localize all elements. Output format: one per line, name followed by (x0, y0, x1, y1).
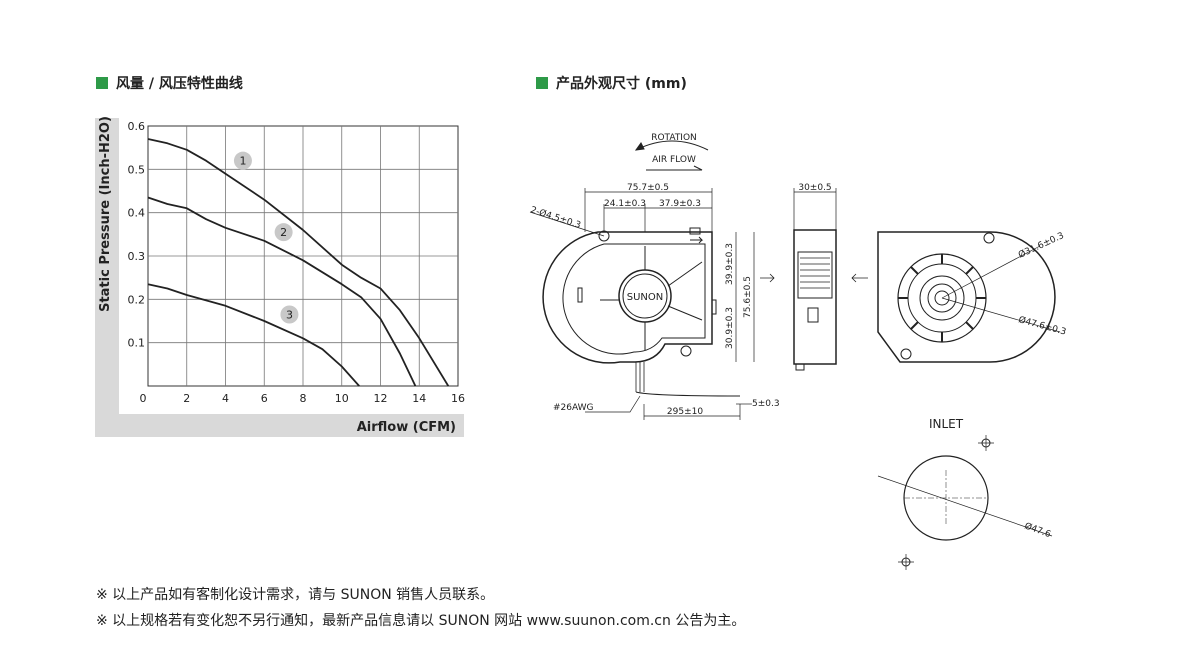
green-square-icon (96, 77, 108, 89)
rotation-arrow-icon (634, 142, 645, 151)
curves (147, 138, 450, 387)
y-ticks: 0.1 0.2 0.3 0.4 0.5 0.6 (128, 120, 146, 350)
section-title-dimensions: 产品外观尺寸 (mm) (536, 73, 687, 93)
curve-label-text: 3 (286, 309, 293, 322)
x-tick-label: 10 (335, 392, 349, 405)
dim-right-part: 37.9±0.3 (659, 199, 701, 209)
x-tick-label: 12 (374, 392, 388, 405)
x-tick-label: 14 (412, 392, 426, 405)
note-custom-design: ※ 以上产品如有客制化设计需求，请与 SUNON 销售人员联系。 (96, 587, 495, 603)
section-title-airflow: 风量 / 风压特性曲线 (96, 73, 243, 93)
x-tick-label: 16 (451, 392, 465, 405)
curve-labels: 1 2 3 (233, 151, 299, 324)
view-arrow-icon (851, 273, 868, 283)
note-spec-change: ※ 以上规格若有变化恕不另行通知，最新产品信息请以 SUNON 网站 www.s… (96, 613, 746, 629)
x-tick-label: 2 (183, 392, 190, 405)
y-tick-label: 0.6 (128, 120, 146, 133)
x-tick-label: 8 (300, 392, 307, 405)
y-axis-label: Static Pressure (Inch-H2O) (98, 116, 113, 312)
dim-wire-strip: 5±0.3 (752, 399, 780, 409)
dim-inlet-diameter: Ø47.6±0.3 (1017, 314, 1067, 337)
grid (148, 126, 458, 386)
dim-left-part: 24.1±0.3 (604, 199, 646, 209)
dim-wire-length: 295±10 (667, 407, 703, 417)
section-title-dimensions-text: 产品外观尺寸 (mm) (556, 76, 687, 92)
x-tick-label: 0 (140, 392, 147, 405)
rotation-label: ROTATION (651, 133, 697, 143)
dim-height-lower: 30.9±0.3 (725, 307, 735, 349)
green-square-icon (536, 77, 548, 89)
y-tick-label: 0.5 (128, 163, 146, 176)
series-line-2 (147, 196, 417, 387)
section-title-airflow-text: 风量 / 风压特性曲线 (116, 76, 243, 92)
rear-view (877, 231, 1056, 363)
curve-label-text: 1 (239, 155, 246, 168)
brand-label: SUNON (627, 292, 664, 303)
side-view (760, 229, 868, 371)
dim-depth: 30±0.5 (798, 183, 831, 193)
x-ticks: 0 2 4 6 8 10 12 14 16 (140, 392, 466, 405)
dim-height-total: 75.6±0.5 (743, 276, 753, 318)
dim-mount-hole: 2-Ø4.5±0.3 (529, 204, 582, 231)
series-line-1 (147, 138, 450, 387)
curve-label-badge (233, 151, 252, 170)
inlet-label: INLET (929, 417, 964, 431)
front-view: SUNON (542, 227, 741, 397)
x-axis-label: Airflow (CFM) (357, 420, 456, 435)
x-tick-label: 4 (222, 392, 229, 405)
dim-wire-gauge: #26AWG (553, 403, 594, 413)
y-tick-label: 0.2 (128, 293, 146, 306)
series-line-3 (147, 283, 360, 387)
dim-inlet-circle: Ø47.6 (1023, 520, 1053, 540)
y-tick-label: 0.4 (128, 207, 146, 220)
airflow-label: AIR FLOW (652, 155, 696, 165)
curve-label-badge (274, 223, 293, 242)
dim-height-upper: 39.9±0.3 (725, 243, 735, 285)
dim-width-total: 75.7±0.5 (627, 183, 669, 193)
x-tick-label: 6 (261, 392, 268, 405)
view-arrow-icon (760, 273, 775, 283)
y-tick-label: 0.3 (128, 250, 146, 263)
airflow-arrow-icon (646, 165, 703, 171)
curve-label-badge (280, 305, 299, 324)
curve-label-text: 2 (280, 226, 287, 239)
y-tick-label: 0.1 (128, 337, 146, 350)
